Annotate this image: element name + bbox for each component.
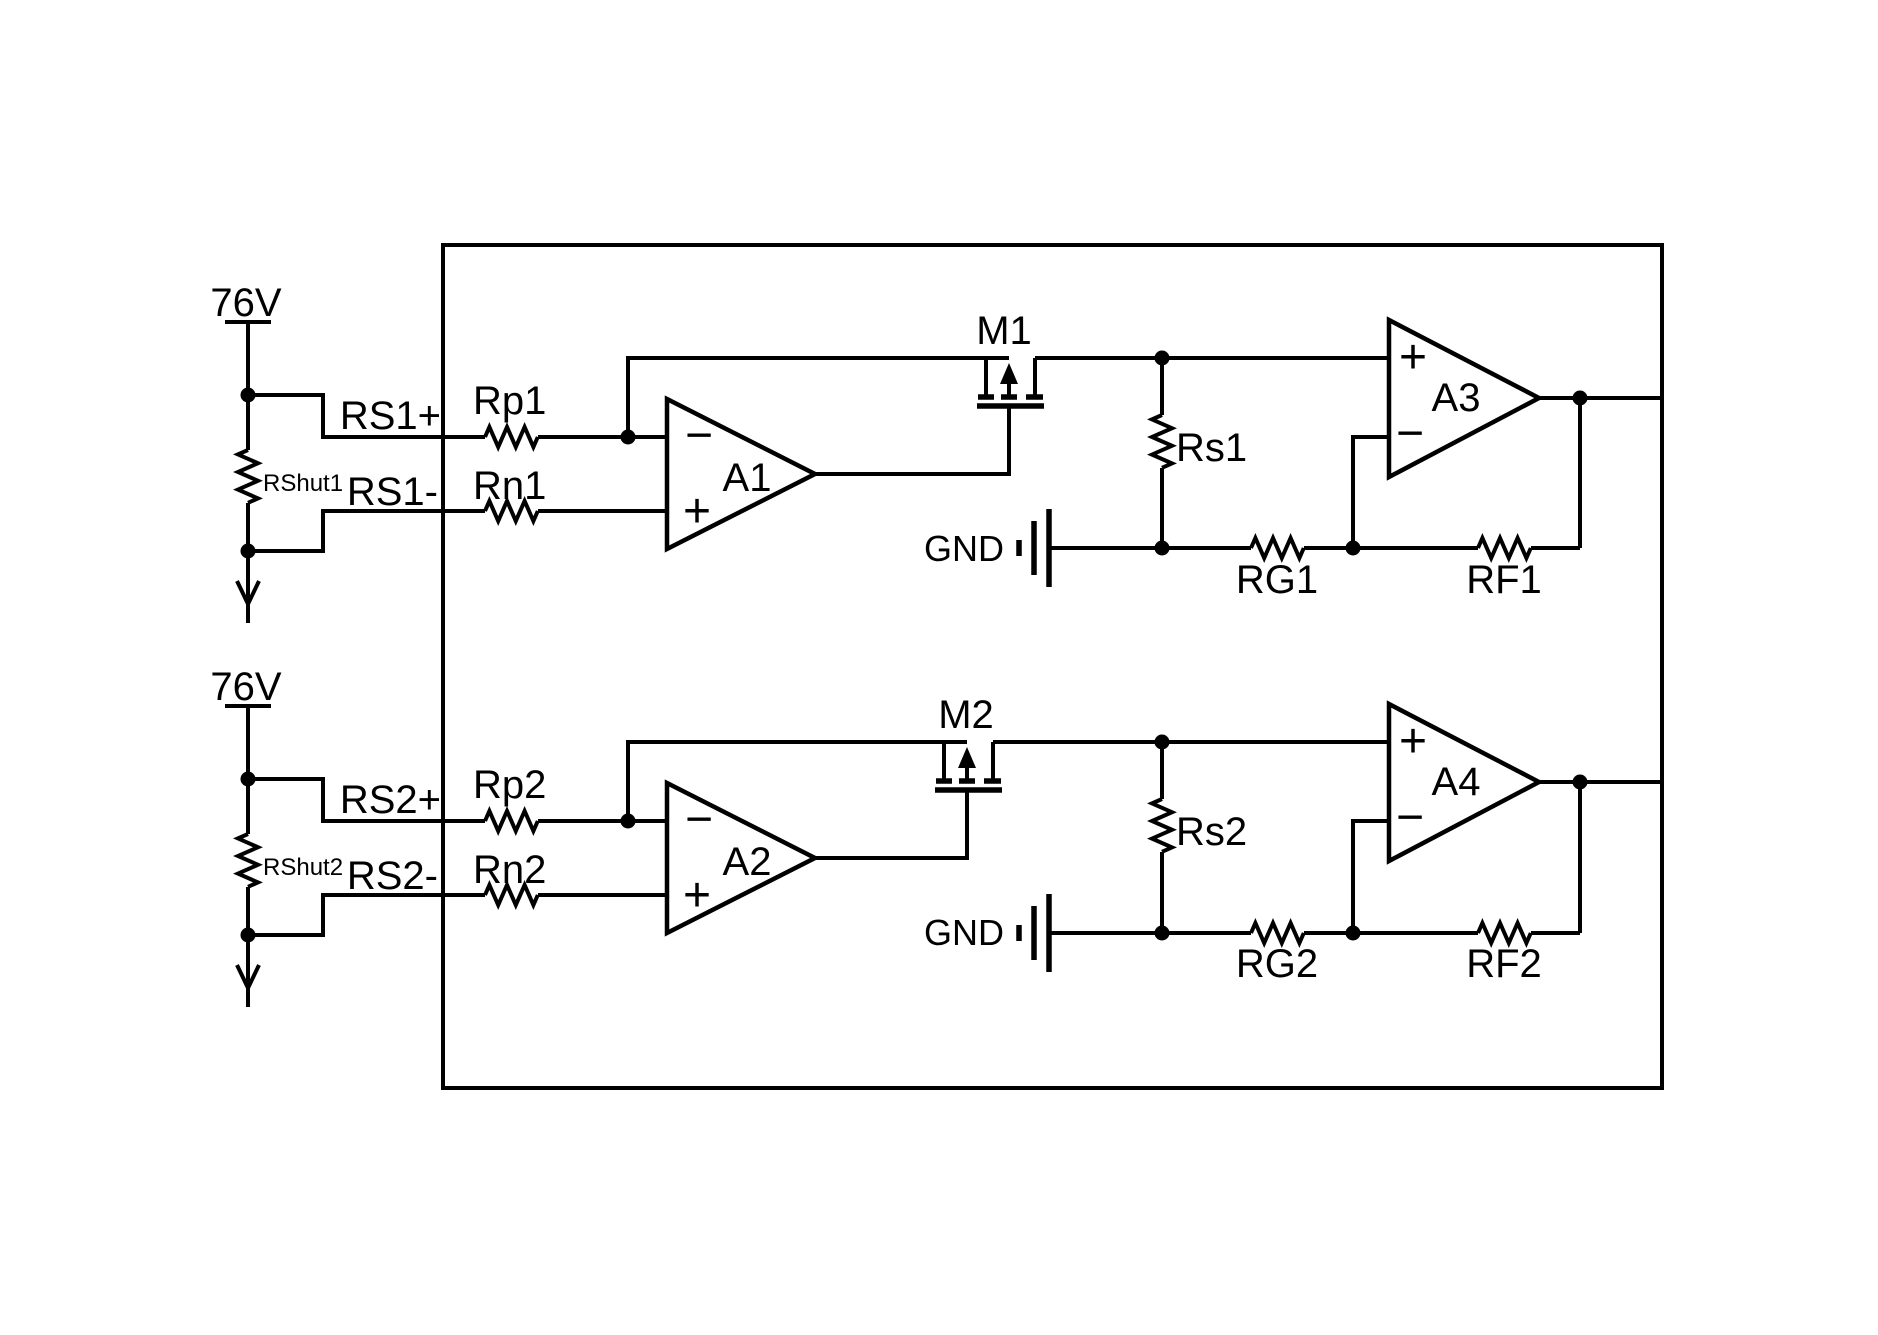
- label-m1: M1: [976, 309, 1032, 353]
- wire-rs2-plus: [248, 777, 667, 823]
- wire-rs2-minus: [248, 893, 667, 937]
- wire-rs1-plus: [248, 393, 667, 439]
- label-rp1: Rp1: [473, 379, 546, 423]
- label-rs1-plus: RS1+: [340, 394, 441, 438]
- wire-gain-network-2: [1049, 782, 1582, 935]
- junction-dot: [240, 543, 256, 559]
- resistor-rp1: [483, 422, 540, 452]
- ground-icon-1: [1016, 509, 1052, 587]
- resistor-rg2: [1249, 918, 1306, 948]
- label-rshut1: RShut1: [263, 470, 343, 497]
- resistor-rn2: [483, 880, 540, 910]
- a1-noninverting-sign: +: [683, 485, 711, 538]
- a2-inverting-sign: −: [685, 793, 713, 846]
- label-rs2-plus: RS2+: [340, 778, 441, 822]
- label-a4: A4: [1432, 760, 1481, 804]
- wire-a2-output-gate: [815, 792, 969, 860]
- opamp-a4-triangle: [1386, 700, 1544, 865]
- mosfet-m2-symbol: [935, 742, 1002, 793]
- label-rs1-minus: RS1-: [347, 470, 438, 514]
- label-rs1: Rs1: [1176, 426, 1247, 470]
- label-rn2: Rn2: [473, 848, 546, 892]
- junction-dot: [1345, 925, 1361, 941]
- wire-a1-output-gate: [815, 408, 1011, 476]
- current-arrow-icon-2: [235, 935, 261, 1007]
- label-rg1: RG1: [1236, 558, 1318, 602]
- wire-a4-inverting-input: [1351, 819, 1389, 933]
- wire-a2-feedback: [626, 740, 967, 821]
- resistor-rs1: [1147, 413, 1177, 470]
- junction-dot: [1154, 734, 1170, 750]
- resistor-rshut1: [233, 448, 263, 505]
- ground-bars-2: [1016, 894, 1052, 972]
- resistor-rf2: [1476, 918, 1533, 948]
- mosfet-m2-leads: [942, 742, 995, 781]
- current-arrow-icon-1: [235, 551, 261, 623]
- a3-noninverting-sign: +: [1399, 331, 1427, 384]
- mosfet-m1-leads: [984, 358, 1037, 397]
- resistor-rp2: [483, 806, 540, 836]
- opamp-a3-triangle: [1386, 316, 1544, 481]
- label-rshut2: RShut2: [263, 854, 343, 881]
- wire-a1-feedback: [626, 356, 1009, 437]
- resistor-rf1: [1476, 533, 1533, 563]
- opamp-a1-triangle: [664, 395, 820, 553]
- ground-bars-1: [1016, 509, 1052, 587]
- junction-dot: [1572, 390, 1588, 406]
- junction-dot: [240, 387, 256, 403]
- junction-dot: [1154, 350, 1170, 366]
- junction-dot: [1345, 540, 1361, 556]
- label-a2: A2: [723, 840, 772, 884]
- resistor-rs2: [1147, 797, 1177, 854]
- a3-inverting-sign: −: [1396, 407, 1424, 460]
- junction-dot: [1154, 925, 1170, 941]
- a1-inverting-sign: −: [685, 409, 713, 462]
- label-a1: A1: [723, 456, 772, 500]
- label-a3: A3: [1432, 376, 1481, 420]
- label-rg2: RG2: [1236, 942, 1318, 986]
- junction-dot: [1572, 774, 1588, 790]
- mosfet-m1-body-arrow-icon: [1000, 363, 1018, 384]
- junction-dot: [240, 927, 256, 943]
- label-gnd-2: GND: [924, 912, 1004, 953]
- a4-inverting-sign: −: [1396, 791, 1424, 844]
- label-supply-2: 76V: [210, 665, 281, 709]
- junction-dot: [240, 771, 256, 787]
- opamp-a2-triangle: [664, 779, 820, 937]
- label-supply-1: 76V: [210, 281, 281, 325]
- wire-a3-inverting-input: [1351, 435, 1389, 548]
- a4-noninverting-sign: +: [1399, 715, 1427, 768]
- label-rs2-minus: RS2-: [347, 854, 438, 898]
- resistor-rshut2: [233, 832, 263, 889]
- wire-rs1-minus: [248, 509, 667, 553]
- junction-dot: [620, 429, 636, 445]
- label-m2: M2: [938, 693, 994, 737]
- a2-noninverting-sign: +: [683, 869, 711, 922]
- label-rs2: Rs2: [1176, 810, 1247, 854]
- wire-gain-network-1: [1049, 398, 1582, 550]
- resistor-rn1: [483, 496, 540, 526]
- ic-boundary-box: [441, 243, 1664, 1090]
- ground-icon-2: [1016, 894, 1052, 972]
- mosfet-m2-body-arrow-icon: [958, 747, 976, 768]
- resistor-rg1: [1249, 533, 1306, 563]
- junction-dot: [620, 813, 636, 829]
- junction-dot: [1154, 540, 1170, 556]
- channel-2: 76V RShut2 RS2+ RS2- Rp2 Rn2 − + A2 M2 R…: [210, 665, 1662, 1007]
- label-gnd-1: GND: [924, 528, 1004, 569]
- label-rf1: RF1: [1466, 558, 1542, 602]
- label-rf2: RF2: [1466, 942, 1542, 986]
- label-rp2: Rp2: [473, 763, 546, 807]
- channel-1: 76V RShut1 RS1+ RS1- Rp1 Rn1 − + A1 M1 R…: [210, 281, 1662, 623]
- mosfet-m1-symbol: [977, 358, 1044, 409]
- label-rn1: Rn1: [473, 464, 546, 508]
